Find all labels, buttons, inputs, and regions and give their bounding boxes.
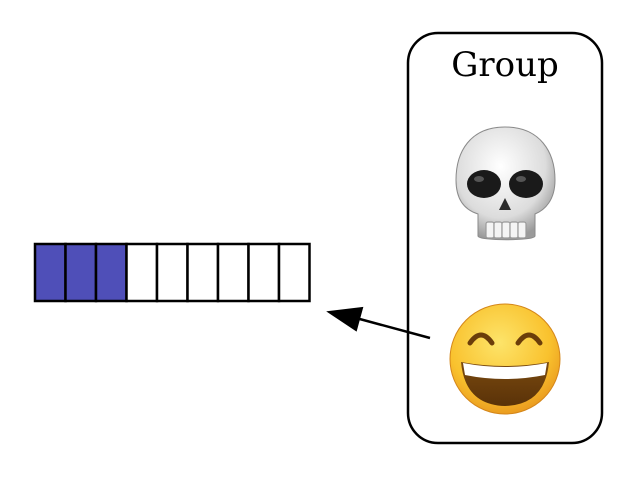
progress-bar bbox=[33, 242, 311, 303]
progress-cell-filled bbox=[33, 242, 67, 303]
group-member-grinning-face bbox=[449, 303, 561, 415]
progress-cell-filled bbox=[94, 242, 128, 303]
progress-cell-empty bbox=[155, 242, 189, 303]
progress-cell-empty bbox=[277, 242, 311, 303]
group-title: Group bbox=[451, 45, 559, 85]
skull-icon bbox=[455, 126, 556, 241]
group-border bbox=[406, 31, 604, 445]
progress-cell-empty bbox=[125, 242, 159, 303]
progress-cell-filled bbox=[64, 242, 98, 303]
group-container: Group bbox=[406, 31, 604, 445]
progress-cell-empty bbox=[247, 242, 281, 303]
arrowhead-icon bbox=[326, 306, 364, 332]
progress-cell-empty bbox=[216, 242, 250, 303]
group-member-skull bbox=[455, 126, 556, 241]
grinning-face-icon bbox=[449, 303, 561, 415]
edge-arrow bbox=[326, 306, 431, 340]
progress-cell-empty bbox=[186, 242, 220, 303]
edge-line bbox=[355, 316, 431, 340]
